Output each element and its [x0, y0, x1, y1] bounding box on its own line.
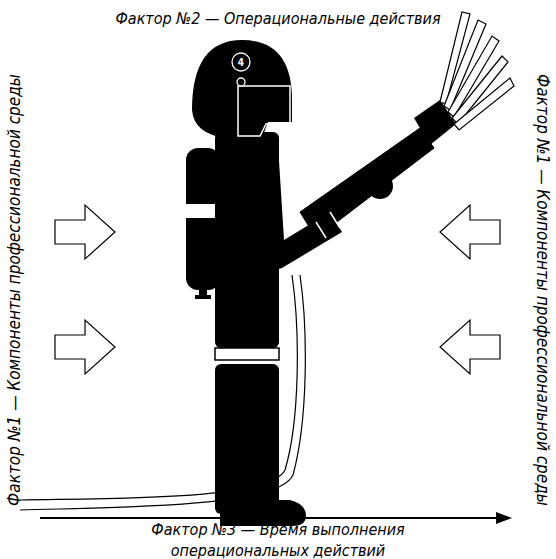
helmet-lamp [237, 78, 245, 86]
helmet-visor [238, 86, 290, 136]
helmet [192, 40, 292, 138]
arrow-head [496, 512, 512, 524]
helmet-badge [232, 53, 250, 71]
nozzle-grip [367, 173, 393, 199]
air-tank [186, 148, 220, 290]
outline-arrow [55, 320, 115, 374]
callout-number: 4 [238, 56, 244, 69]
belt [215, 348, 279, 360]
tank-valve [195, 295, 211, 299]
factor-title: Фактор №2 — Операциональные действия [115, 8, 440, 29]
outline-arrow [440, 205, 500, 259]
factor-label: Фактор №1 — Компоненты профессиональной … [532, 74, 554, 506]
outline-arrow [440, 320, 500, 374]
factor-label: Фактор №3 — Время выполнения операционал… [128, 519, 428, 559]
nozzle-ring [316, 222, 326, 238]
legs [215, 364, 279, 514]
nozzle-ring [330, 212, 340, 228]
outline-arrow [55, 205, 115, 259]
water-spray [440, 12, 514, 130]
factor-label: Фактор №1 — Компоненты профессиональной … [3, 74, 25, 506]
time-axis [40, 517, 505, 519]
tank-band [186, 204, 220, 218]
nozzle [300, 128, 434, 238]
tank-valve [199, 289, 207, 296]
